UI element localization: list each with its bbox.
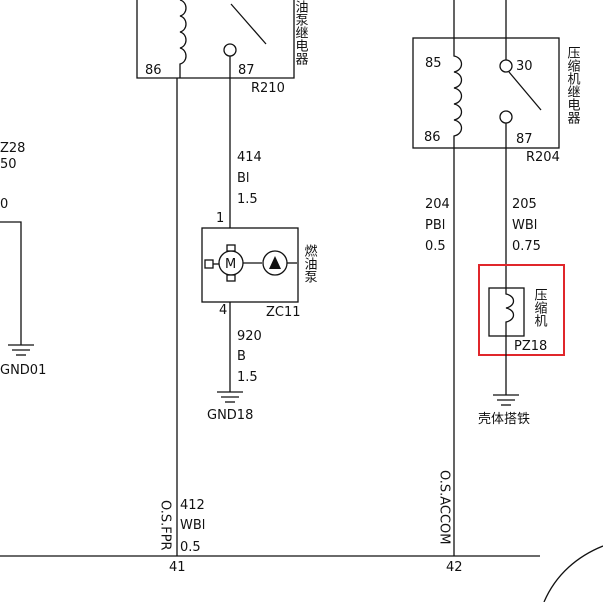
compressor-relay-name: 压缩机继电器 (565, 46, 581, 125)
wire-204-signal: O.S.ACCOM (437, 470, 452, 545)
fuel-pump-relay-box (136, 0, 295, 79)
wire-920-color: B (237, 349, 246, 364)
fuel-pump-name: 燃油泵 (302, 243, 318, 283)
left-ground-wire (0, 221, 22, 345)
fuel-pump-relay-name: 油泵继电器 (293, 0, 309, 66)
connector-pin-41: 41 (169, 560, 186, 575)
motor-brush-bottom (226, 274, 236, 282)
compressor-relay-pin86: 86 (424, 130, 441, 145)
compressor-relay-pin87: 87 (516, 132, 533, 147)
wire-205-color: WBl (512, 218, 537, 233)
compressor-ref: PZ18 (514, 339, 547, 354)
wire-414-number: 414 (237, 150, 262, 165)
connector-pin-42: 42 (446, 560, 463, 575)
fuel-pump-pin4: 4 (219, 303, 227, 318)
wire-204-number: 204 (425, 197, 450, 212)
motor-terminal-left (204, 259, 214, 269)
fuel-pump-relay: 86 87 R210 油泵继电器 (136, 0, 309, 96)
compressor-relay-contact-87 (499, 110, 513, 124)
compressor-relay-contact-30 (499, 59, 513, 73)
fuel-pump-relay-ref: R210 (251, 81, 285, 96)
wire-412-gauge: 0.5 (180, 540, 201, 555)
fuel-pump-relay-switch (230, 3, 267, 45)
wire-412-signal: O.S.FPR (158, 500, 173, 551)
compressor-relay-coil (453, 0, 463, 148)
compressor-relay: 85 86 30 87 R204 压缩机继电器 (412, 0, 581, 165)
wire-414-gauge: 1.5 (237, 192, 258, 207)
fuel-pump-relay-coil (179, 0, 187, 78)
ground-body-label: 壳体搭铁 (478, 411, 530, 427)
left-ground-label: GND01 (0, 363, 46, 378)
wire-412-number: 412 (180, 498, 205, 513)
wire-920-gauge: 1.5 (237, 370, 258, 385)
wire-412-color: WBl (180, 518, 205, 533)
fuel-pump-relay-pin86: 86 (145, 63, 162, 78)
fuel-pump-ref: ZC11 (266, 305, 301, 320)
wire-204-gauge: 0.5 (425, 239, 446, 254)
motor-brush-top (226, 244, 236, 252)
ground-gnd18-label: GND18 (207, 408, 253, 423)
compressor-relay-box (412, 37, 560, 149)
connector-curve (543, 545, 603, 602)
left-fragment: Z28 50 0 GND01 (0, 141, 46, 378)
compressor-coil (505, 288, 515, 336)
fuel-pump-relay-pin87: 87 (238, 63, 255, 78)
wire-205-gauge: 0.75 (512, 239, 541, 254)
fuel-pump-relay-contact (223, 43, 237, 57)
compressor: PZ18 压缩机 (478, 264, 565, 356)
left-ground-symbol (8, 344, 34, 356)
compressor-highlight (478, 264, 565, 356)
compressor-relay-pin85: 85 (425, 56, 442, 71)
ground-body-symbol (493, 394, 519, 406)
wire-414-color: Bl (237, 171, 250, 186)
fuel-pump: 1 4 ZC11 M 燃油泵 (201, 211, 318, 320)
left-label-top: Z28 (0, 141, 25, 156)
left-label-low: 0 (0, 197, 8, 212)
wire-205-number: 205 (512, 197, 537, 212)
ground-gnd18-symbol (217, 391, 243, 403)
motor-symbol: M (225, 257, 236, 272)
compressor-relay-ref: R204 (526, 150, 560, 165)
left-label-mid: 50 (0, 157, 17, 172)
wire-920-number: 920 (237, 329, 262, 344)
wire-204-color: PBl (425, 218, 445, 233)
fuel-pump-pin1: 1 (216, 211, 224, 226)
compressor-name: 压缩机 (532, 288, 548, 328)
compressor-relay-pin30: 30 (516, 59, 533, 74)
pump-arrow-icon (269, 256, 281, 269)
compressor-relay-switch (508, 71, 542, 111)
